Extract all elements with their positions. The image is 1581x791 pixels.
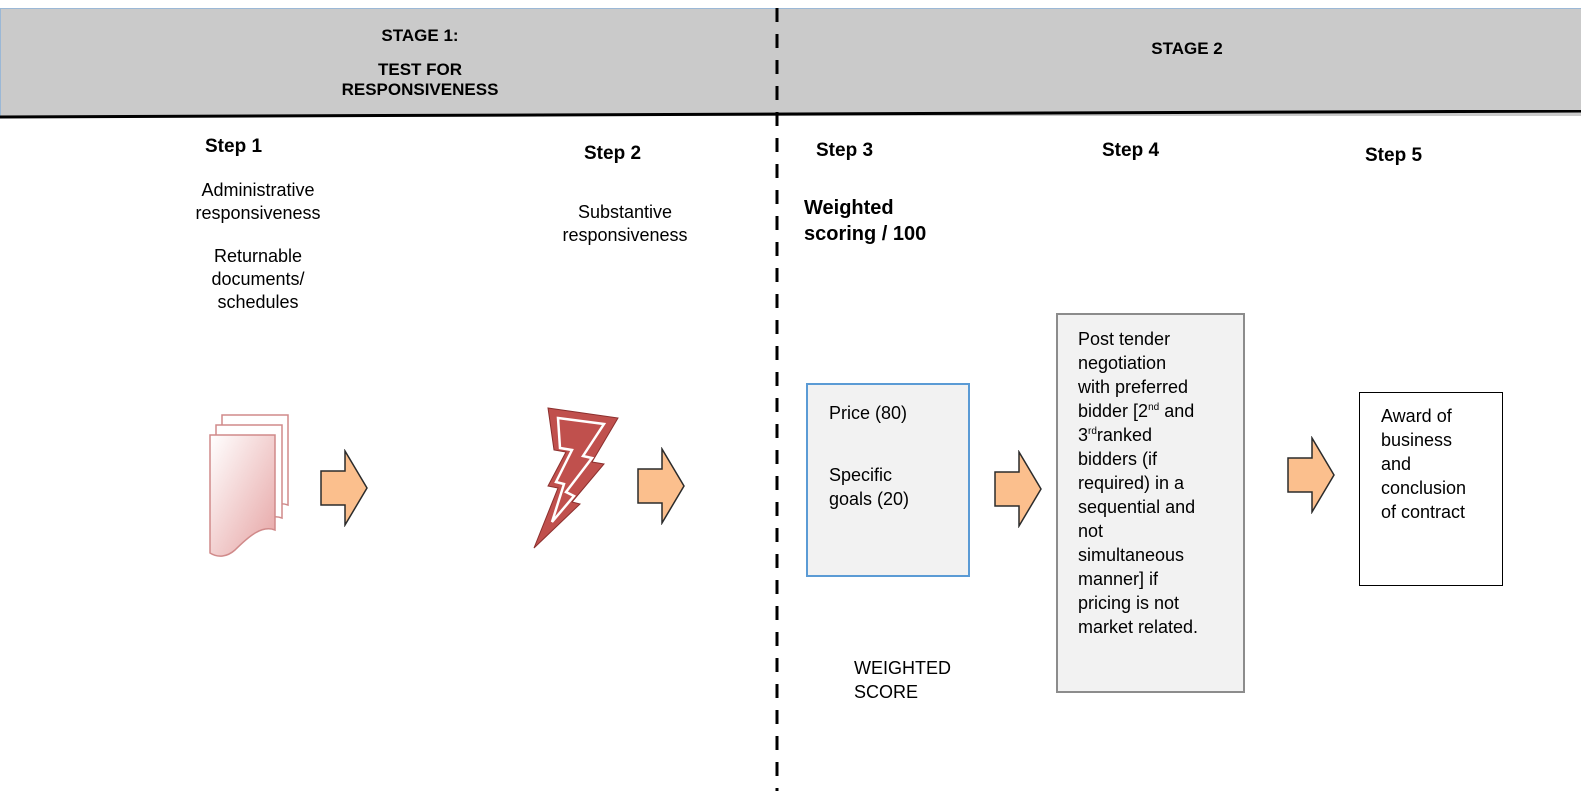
and-text: and bbox=[1159, 401, 1195, 421]
step-3-heading: Weighted scoring / 100 bbox=[804, 195, 926, 247]
step-1-line-1: Administrative bbox=[201, 180, 315, 200]
step-1-extra-1: Returnable bbox=[213, 246, 303, 266]
stage-divider bbox=[775, 8, 779, 791]
step-1-extra-3: schedules bbox=[217, 292, 299, 312]
arrow-icon-3 bbox=[994, 450, 1042, 528]
weighted-score-label: WEIGHTED SCORE bbox=[854, 656, 951, 704]
negotiation-line-12: pricing is not bbox=[1078, 593, 1180, 613]
negotiation-line-1: Post tender bbox=[1078, 329, 1171, 349]
stage-2-title: STAGE 2 bbox=[1151, 39, 1223, 58]
negotiation-line-11: manner] if bbox=[1078, 569, 1159, 589]
header-band bbox=[0, 8, 1581, 116]
step-3-heading-1: Weighted bbox=[804, 197, 894, 219]
step-2-line-2: responsiveness bbox=[562, 225, 688, 245]
negotiation-line-13: market related. bbox=[1078, 617, 1199, 637]
negotiation-line-5: 3rdranked bbox=[1078, 423, 1243, 447]
step-2-description: Substantive responsiveness bbox=[535, 201, 715, 247]
negotiation-line-9: not bbox=[1078, 521, 1104, 541]
award-box: Award of business and conclusion of cont… bbox=[1359, 392, 1503, 586]
step-1-label: Step 1 bbox=[205, 136, 263, 157]
step-4-label: Step 4 bbox=[1102, 140, 1160, 161]
step-5-label: Step 5 bbox=[1365, 145, 1423, 166]
specific-goals-line-1: Specific bbox=[829, 465, 893, 485]
award-line-5: of contract bbox=[1381, 502, 1466, 522]
award-line-3: and bbox=[1381, 454, 1412, 474]
negotiation-line-2: negotiation bbox=[1078, 353, 1167, 373]
negotiation-line-8: sequential and bbox=[1078, 497, 1196, 517]
third-text: 3 bbox=[1078, 425, 1089, 445]
weighted-score-line-2: SCORE bbox=[854, 682, 919, 702]
award-line-1: Award of bbox=[1381, 406, 1452, 426]
step-1-extra-2: documents/ bbox=[211, 269, 305, 289]
step-2-label: Step 2 bbox=[584, 143, 642, 164]
step-2-line-1: Substantive bbox=[577, 202, 673, 222]
nd-superscript: nd bbox=[1148, 402, 1160, 413]
negotiation-line-3: with preferred bbox=[1078, 377, 1189, 397]
step-3-heading-2: scoring / 100 bbox=[804, 223, 927, 245]
arrow-icon-1 bbox=[320, 449, 368, 527]
price-weight: Price (80) bbox=[829, 403, 908, 423]
negotiation-line-7: required) in a bbox=[1078, 473, 1185, 493]
rd-superscript: rd bbox=[1088, 426, 1097, 437]
weighted-score-line-1: WEIGHTED bbox=[854, 658, 951, 678]
award-line-2: business bbox=[1381, 430, 1453, 450]
stage-1-line-1: STAGE 1: bbox=[381, 26, 459, 45]
stage-1-line-2: TEST FOR bbox=[377, 60, 463, 79]
negotiation-line-4: bidder [2nd and bbox=[1078, 399, 1243, 423]
documents-stack-icon bbox=[209, 414, 289, 557]
step-1-description: Administrative responsiveness Returnable… bbox=[168, 179, 348, 314]
arrow-icon-4 bbox=[1287, 436, 1335, 514]
bidder-text: bidder [2 bbox=[1078, 401, 1149, 421]
lightning-bolt-icon bbox=[533, 407, 619, 549]
negotiation-line-6: bidders (if bbox=[1078, 449, 1158, 469]
award-line-4: conclusion bbox=[1381, 478, 1467, 498]
stage-1-title: STAGE 1: TEST FOR RESPONSIVENESS bbox=[300, 26, 540, 100]
step-3-label: Step 3 bbox=[816, 140, 874, 161]
post-tender-negotiation-box: Post tender negotiation with preferred b… bbox=[1056, 313, 1245, 693]
weighted-scoring-box: Price (80) Specific goals (20) bbox=[806, 383, 970, 577]
header-rule bbox=[0, 110, 1581, 119]
specific-goals-line-2: goals (20) bbox=[829, 489, 910, 509]
step-1-line-2: responsiveness bbox=[195, 203, 321, 223]
stage-1-line-3: RESPONSIVENESS bbox=[341, 80, 499, 99]
arrow-icon-2 bbox=[637, 447, 685, 525]
negotiation-line-10: simultaneous bbox=[1078, 545, 1185, 565]
ranked-text: ranked bbox=[1096, 425, 1152, 445]
